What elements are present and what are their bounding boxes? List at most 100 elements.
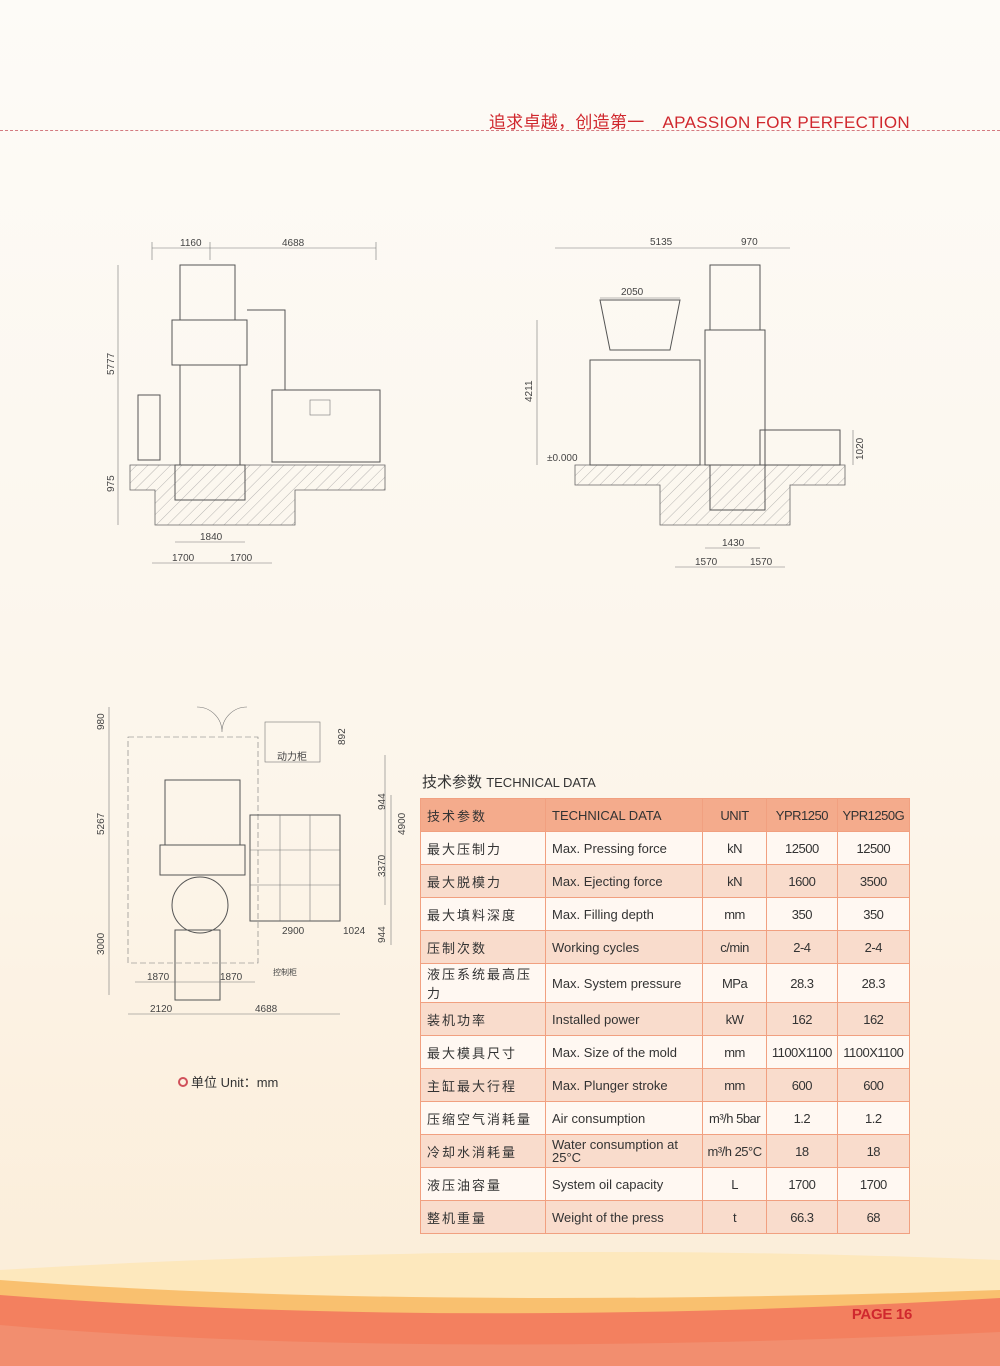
dim-text: 1700	[172, 553, 195, 564]
table-cell: 350	[836, 897, 911, 931]
control-cabinet-label: 控制柜	[273, 967, 297, 977]
table-cell: 整机重量	[420, 1200, 546, 1234]
dim-text: 4688	[282, 238, 305, 249]
dim-text: 1870	[220, 972, 243, 983]
dim-text: 5135	[650, 237, 673, 248]
dim-text: 980	[96, 713, 107, 730]
dim-text: 3000	[96, 932, 107, 955]
slogan-en: APASSION FOR PERFECTION	[662, 113, 910, 132]
table-cell: 28.3	[766, 963, 838, 1003]
table-cell: Max. System pressure	[545, 963, 703, 1003]
table-cell: 装机功率	[420, 1002, 546, 1036]
table-cell: 2-4	[836, 930, 911, 964]
technical-data-title: 技术参数 TECHNICAL DATA	[422, 771, 596, 792]
table-cell: kW	[701, 1002, 768, 1036]
header-cell: YPR1250	[766, 798, 838, 832]
dim-text: 944	[377, 793, 388, 810]
dim-text: 3370	[377, 854, 388, 877]
footer-wave-decoration	[0, 1252, 1000, 1366]
table-cell: 12500	[766, 831, 838, 865]
table-cell: mm	[701, 1035, 768, 1069]
dim-text: 970	[741, 237, 758, 248]
table-cell: Installed power	[545, 1002, 703, 1036]
table-cell: 压缩空气消耗量	[420, 1101, 546, 1135]
dim-text: 5267	[96, 812, 107, 835]
dim-text: 1700	[230, 553, 253, 564]
table-cell: Max. Plunger stroke	[545, 1068, 703, 1102]
side-elevation-drawing: 5135 970 2050 4211 ±0.000 1020 1430 1570…	[524, 237, 866, 568]
table-cell: 18	[766, 1134, 838, 1168]
dim-text: 1160	[180, 238, 202, 249]
table-cell: 350	[766, 897, 838, 931]
table-cell: 68	[836, 1200, 911, 1234]
table-cell: 1.2	[836, 1101, 911, 1135]
dim-text: 5777	[106, 352, 117, 375]
table-cell: 600	[766, 1068, 838, 1102]
table-cell: 28.3	[836, 963, 911, 1003]
dim-text: 1870	[147, 972, 170, 983]
dim-text: 4211	[524, 380, 535, 402]
dim-text: 2050	[621, 287, 644, 298]
dim-text: 1430	[722, 538, 745, 549]
header-cell: TECHNICAL DATA	[545, 798, 703, 832]
header-divider	[0, 130, 1000, 131]
table-cell: Max. Ejecting force	[545, 864, 703, 898]
table-cell: 压制次数	[420, 930, 546, 964]
title-cn: 技术参数	[422, 774, 483, 791]
table-cell: t	[701, 1200, 768, 1234]
table-cell: Max. Filling depth	[545, 897, 703, 931]
table-cell: System oil capacity	[545, 1167, 703, 1201]
header-cell: UNIT	[701, 798, 768, 832]
table-cell: Air consumption	[545, 1101, 703, 1135]
table-cell: 162	[836, 1002, 911, 1036]
table-cell: 18	[836, 1134, 911, 1168]
table-cell: 66.3	[766, 1200, 838, 1234]
dim-text: 2900	[282, 926, 305, 937]
table-cell: 1100X1100	[766, 1035, 838, 1069]
table-cell: kN	[701, 831, 768, 865]
table-cell: 600	[836, 1068, 911, 1102]
technical-data-table: 技术参数 TECHNICAL DATA UNIT YPR1250 YPR1250…	[420, 798, 911, 1234]
table-cell: Working cycles	[545, 930, 703, 964]
table-cell: Max. Pressing force	[545, 831, 703, 865]
dim-text: 1570	[695, 557, 718, 568]
page-number: PAGE 16	[851, 1306, 912, 1323]
table-cell: m³/h 5bar	[701, 1101, 768, 1135]
table-cell: 冷却水消耗量	[420, 1134, 546, 1168]
dim-text: 1020	[855, 437, 866, 460]
table-cell: 162	[766, 1002, 838, 1036]
dim-text: 892	[337, 728, 348, 745]
title-en: TECHNICAL DATA	[486, 775, 596, 790]
dim-text: 1840	[200, 532, 223, 543]
table-cell: 2-4	[766, 930, 838, 964]
dim-text: 1024	[343, 926, 366, 937]
bullet-icon	[178, 1077, 188, 1087]
unit-text: 单位 Unit：mm	[191, 1075, 279, 1090]
table-cell: kN	[701, 864, 768, 898]
unit-note: 单位 Unit：mm	[178, 1072, 278, 1091]
dim-text: 4688	[255, 1004, 278, 1015]
table-cell: 最大填料深度	[420, 897, 546, 931]
header-cell: 技术参数	[420, 798, 546, 832]
table-cell: 3500	[836, 864, 911, 898]
table-cell: 最大模具尺寸	[420, 1035, 546, 1069]
table-cell: m³/h 25°C	[701, 1134, 768, 1168]
table-cell: 1100X1100	[836, 1035, 911, 1069]
dim-text: 2120	[150, 1004, 173, 1015]
table-cell: Weight of the press	[545, 1200, 703, 1234]
header-cell: YPR1250G	[836, 798, 911, 832]
table-cell: mm	[701, 1068, 768, 1102]
table-cell: 12500	[836, 831, 911, 865]
table-cell: 1.2	[766, 1101, 838, 1135]
